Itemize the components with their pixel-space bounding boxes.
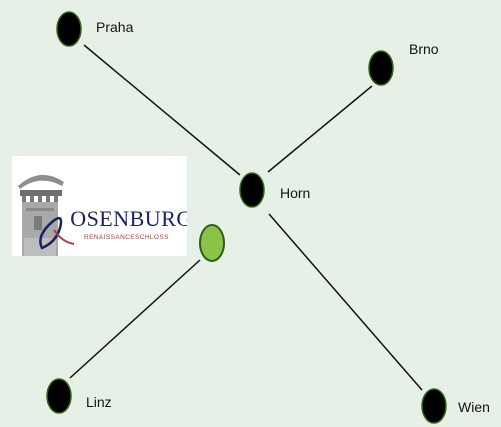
city-marker-linz[interactable]	[46, 378, 72, 414]
route-praha-horn	[83, 44, 241, 176]
logo-subtitle: RENAISSANCESCHLOSS	[84, 234, 169, 241]
rosenburg-logo: ROSENBURG RENAISSANCESCHLOSS	[12, 156, 187, 256]
route-horn-wien	[268, 213, 423, 391]
city-label-brno: Brno	[409, 41, 439, 57]
city-label-praha: Praha	[96, 19, 134, 35]
route-linz-destination	[69, 259, 201, 379]
logo-wordmark: ROSENBURG	[55, 206, 187, 232]
route-brno-horn	[267, 85, 373, 173]
city-marker-praha[interactable]	[56, 11, 82, 47]
city-label-horn: Horn	[280, 185, 311, 201]
castle-tower-icon	[18, 174, 75, 256]
city-marker-brno[interactable]	[368, 50, 394, 86]
city-label-linz: Linz	[86, 394, 112, 410]
logo-wordmark-rest: OSENBURG	[70, 206, 187, 231]
city-marker-wien[interactable]	[421, 388, 447, 424]
city-label-wien: Wien	[458, 399, 490, 415]
city-marker-horn[interactable]	[239, 172, 265, 208]
location-marker-green-icon[interactable]	[199, 224, 225, 262]
